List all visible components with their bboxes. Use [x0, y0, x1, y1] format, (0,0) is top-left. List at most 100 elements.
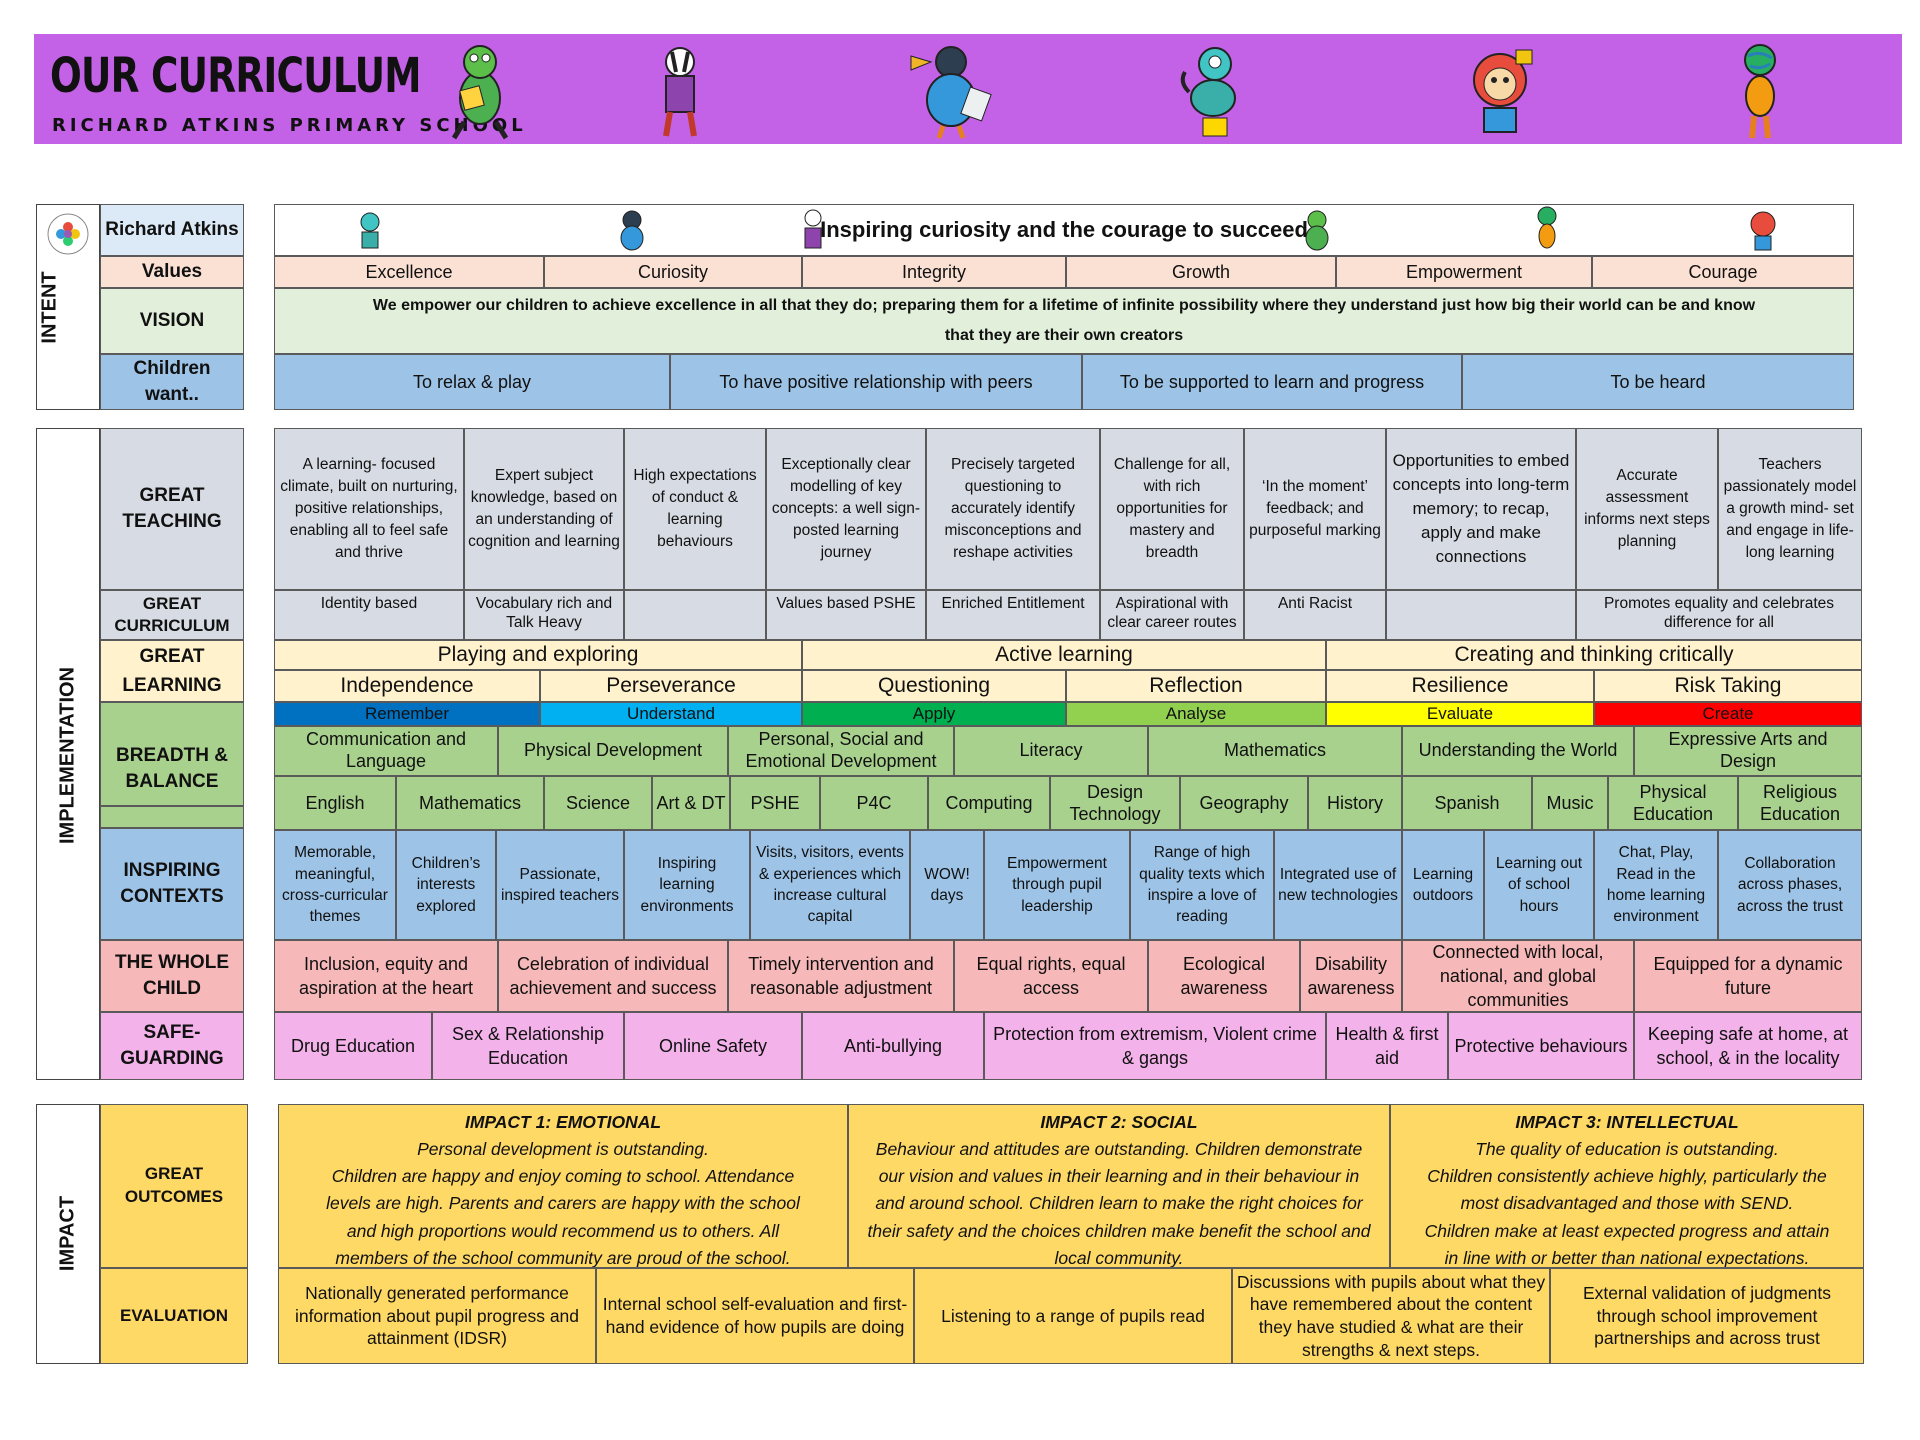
great-teaching-item: ‘In the moment’ feedback; and purposeful…: [1244, 428, 1386, 590]
inspiring-context-item: Children’s interests explored: [396, 830, 496, 940]
impact-outcome-2: IMPACT 2: SOCIAL Behaviour and attitudes …: [848, 1104, 1390, 1268]
subject-item: PSHE: [730, 776, 820, 830]
motto-banner: Inspiring curiosity and the courage to s…: [274, 204, 1854, 256]
blooms-level-analyse: Analyse: [1066, 702, 1326, 726]
hedgehog-mascot-icon: [1473, 49, 1533, 133]
motto-text: Inspiring curiosity and the courage to s…: [820, 217, 1308, 243]
impact-heading: IMPACT 2: SOCIAL: [1040, 1112, 1198, 1132]
learning-area-item: Understanding the World: [1402, 726, 1634, 776]
children-want-item: To have positive relationship with peers: [670, 354, 1082, 410]
impact-text-line: most disadvantaged and those with SEND.: [1460, 1193, 1794, 1214]
great-teaching-item: Challenge for all, with rich opportuniti…: [1100, 428, 1244, 590]
impact-text-line: Children make at least expected progress…: [1424, 1220, 1830, 1241]
school-name: RICHARD ATKINS PRIMARY SCHOOL: [52, 115, 527, 136]
breadth-label-spacer: [100, 806, 244, 828]
learning-disposition-item: Questioning: [802, 670, 1066, 702]
learning-approach-item: Creating and thinking critically: [1326, 640, 1862, 670]
safeguarding-item: Anti-bullying: [802, 1012, 984, 1080]
safeguarding-item: Protection from extremism, Violent crime…: [984, 1012, 1326, 1080]
vision-statement: We empower our children to achieve excel…: [274, 288, 1854, 354]
row-label-safeguarding: SAFE-GUARDING: [100, 1012, 244, 1080]
great-teaching-item: Expert subject knowledge, based on an un…: [464, 428, 624, 590]
blooms-level-apply: Apply: [802, 702, 1066, 726]
whole-child-item: Equipped for a dynamic future: [1634, 940, 1862, 1012]
great-teaching-item: Teachers passionately model a growth min…: [1718, 428, 1862, 590]
value-integrity: Integrity: [802, 256, 1066, 288]
subject-item: Physical Education: [1608, 776, 1738, 830]
row-label-children-want: Children want..: [100, 354, 244, 410]
great-teaching-item: A learning- focused climate, built on nu…: [274, 428, 464, 590]
children-want-item: To be supported to learn and progress: [1082, 354, 1462, 410]
great-curriculum-item: Aspirational with clear career routes: [1100, 590, 1244, 640]
impact-heading: IMPACT 3: INTELLECTUAL: [1515, 1112, 1739, 1132]
learning-area-item: Communication and Language: [274, 726, 498, 776]
impact-text-line: Behaviour and attitudes are outstanding.…: [875, 1139, 1363, 1160]
subject-item: P4C: [820, 776, 928, 830]
subject-item: Art & DT: [652, 776, 730, 830]
impact-text-line: in line with or better than national exp…: [1444, 1247, 1810, 1268]
learning-disposition-item: Reflection: [1066, 670, 1326, 702]
whole-child-item: Ecological awareness: [1148, 940, 1300, 1012]
blooms-level-remember: Remember: [274, 702, 540, 726]
evaluation-item: External validation of judgments through…: [1550, 1268, 1864, 1364]
row-label-vision: VISION: [100, 288, 244, 354]
impact-text-line: Children are happy and enjoy coming to s…: [331, 1166, 795, 1187]
great-curriculum-item: Promotes equality and celebrates differe…: [1576, 590, 1862, 640]
great-teaching-item: Opportunities to embed concepts into lon…: [1386, 428, 1576, 590]
inspiring-context-item: Collaboration across phases, across the …: [1718, 830, 1862, 940]
subject-item: English: [274, 776, 396, 830]
row-label-inspiring-contexts: INSPIRING CONTEXTS: [100, 828, 244, 940]
subject-item: Computing: [928, 776, 1050, 830]
evaluation-item: Listening to a range of pupils read: [914, 1268, 1232, 1364]
implementation-label-cell: [36, 428, 100, 1080]
learning-disposition-item: Perseverance: [540, 670, 802, 702]
intent-label-cell: [36, 204, 100, 410]
whole-child-item: Celebration of individual achievement an…: [498, 940, 728, 1012]
inspiring-context-item: Chat, Play, Read in the home learning en…: [1594, 830, 1718, 940]
subject-item: Spanish: [1402, 776, 1532, 830]
great-teaching-item: High expectations of conduct & learning …: [624, 428, 766, 590]
value-growth: Growth: [1066, 256, 1336, 288]
whole-child-item: Disability awareness: [1300, 940, 1402, 1012]
inspiring-context-item: Learning outdoors: [1402, 830, 1484, 940]
inspiring-context-item: Inspiring learning environments: [624, 830, 750, 940]
learning-area-item: Expressive Arts and Design: [1634, 726, 1862, 776]
great-teaching-item: Accurate assessment informs next steps p…: [1576, 428, 1718, 590]
row-label-school: Richard Atkins: [100, 204, 244, 256]
safeguarding-item: Protective behaviours: [1448, 1012, 1634, 1080]
impact-text-line: levels are high. Parents and carers are …: [326, 1193, 800, 1214]
learning-disposition-item: Independence: [274, 670, 540, 702]
impact-text-line: local community.: [1054, 1247, 1184, 1268]
robot-mascot-icon: [1180, 47, 1236, 137]
great-curriculum-item: Anti Racist: [1244, 590, 1386, 640]
inspiring-context-item: WOW! days: [910, 830, 984, 940]
great-teaching-item: Precisely targeted questioning to accura…: [926, 428, 1100, 590]
learning-area-item: Literacy: [954, 726, 1148, 776]
row-label-great-outcomes: GREAT OUTCOMES: [100, 1104, 248, 1268]
great-curriculum-item: Identity based: [274, 590, 464, 640]
evaluation-item: Discussions with pupils about what they …: [1232, 1268, 1550, 1364]
blooms-level-understand: Understand: [540, 702, 802, 726]
row-label-values: Values: [100, 256, 244, 288]
children-want-item: To relax & play: [274, 354, 670, 410]
row-label-evaluation: EVALUATION: [100, 1268, 248, 1364]
mascot-small-1-icon: [360, 212, 380, 249]
learning-area-item: Personal, Social and Emotional Developme…: [728, 726, 954, 776]
inspiring-context-item: Memorable, meaningful, cross-curricular …: [274, 830, 396, 940]
inspiring-context-item: Range of high quality texts which inspir…: [1130, 830, 1274, 940]
safeguarding-item: Online Safety: [624, 1012, 802, 1080]
impact-label-cell: [36, 1104, 100, 1364]
impact-heading: IMPACT 1: EMOTIONAL: [464, 1112, 662, 1132]
vision-line-1: We empower our children to achieve excel…: [372, 296, 1756, 314]
badger-mascot-icon: [663, 47, 697, 137]
row-label-great-curriculum: GREAT CURRICULUM: [100, 590, 244, 640]
value-courage: Courage: [1592, 256, 1854, 288]
mascot-small-3-icon: [804, 209, 822, 249]
impact-text-line: and high proportions would recommend us …: [346, 1220, 780, 1241]
mascot-small-6-icon: [1750, 211, 1776, 251]
intent-section-label: INTENT: [38, 271, 61, 344]
great-teaching-item: Exceptionally clear modelling of key con…: [766, 428, 926, 590]
learning-disposition-item: Risk Taking: [1594, 670, 1862, 702]
impact-section-label: IMPACT: [56, 1195, 79, 1272]
whole-child-item: Inclusion, equity and aspiration at the …: [274, 940, 498, 1012]
